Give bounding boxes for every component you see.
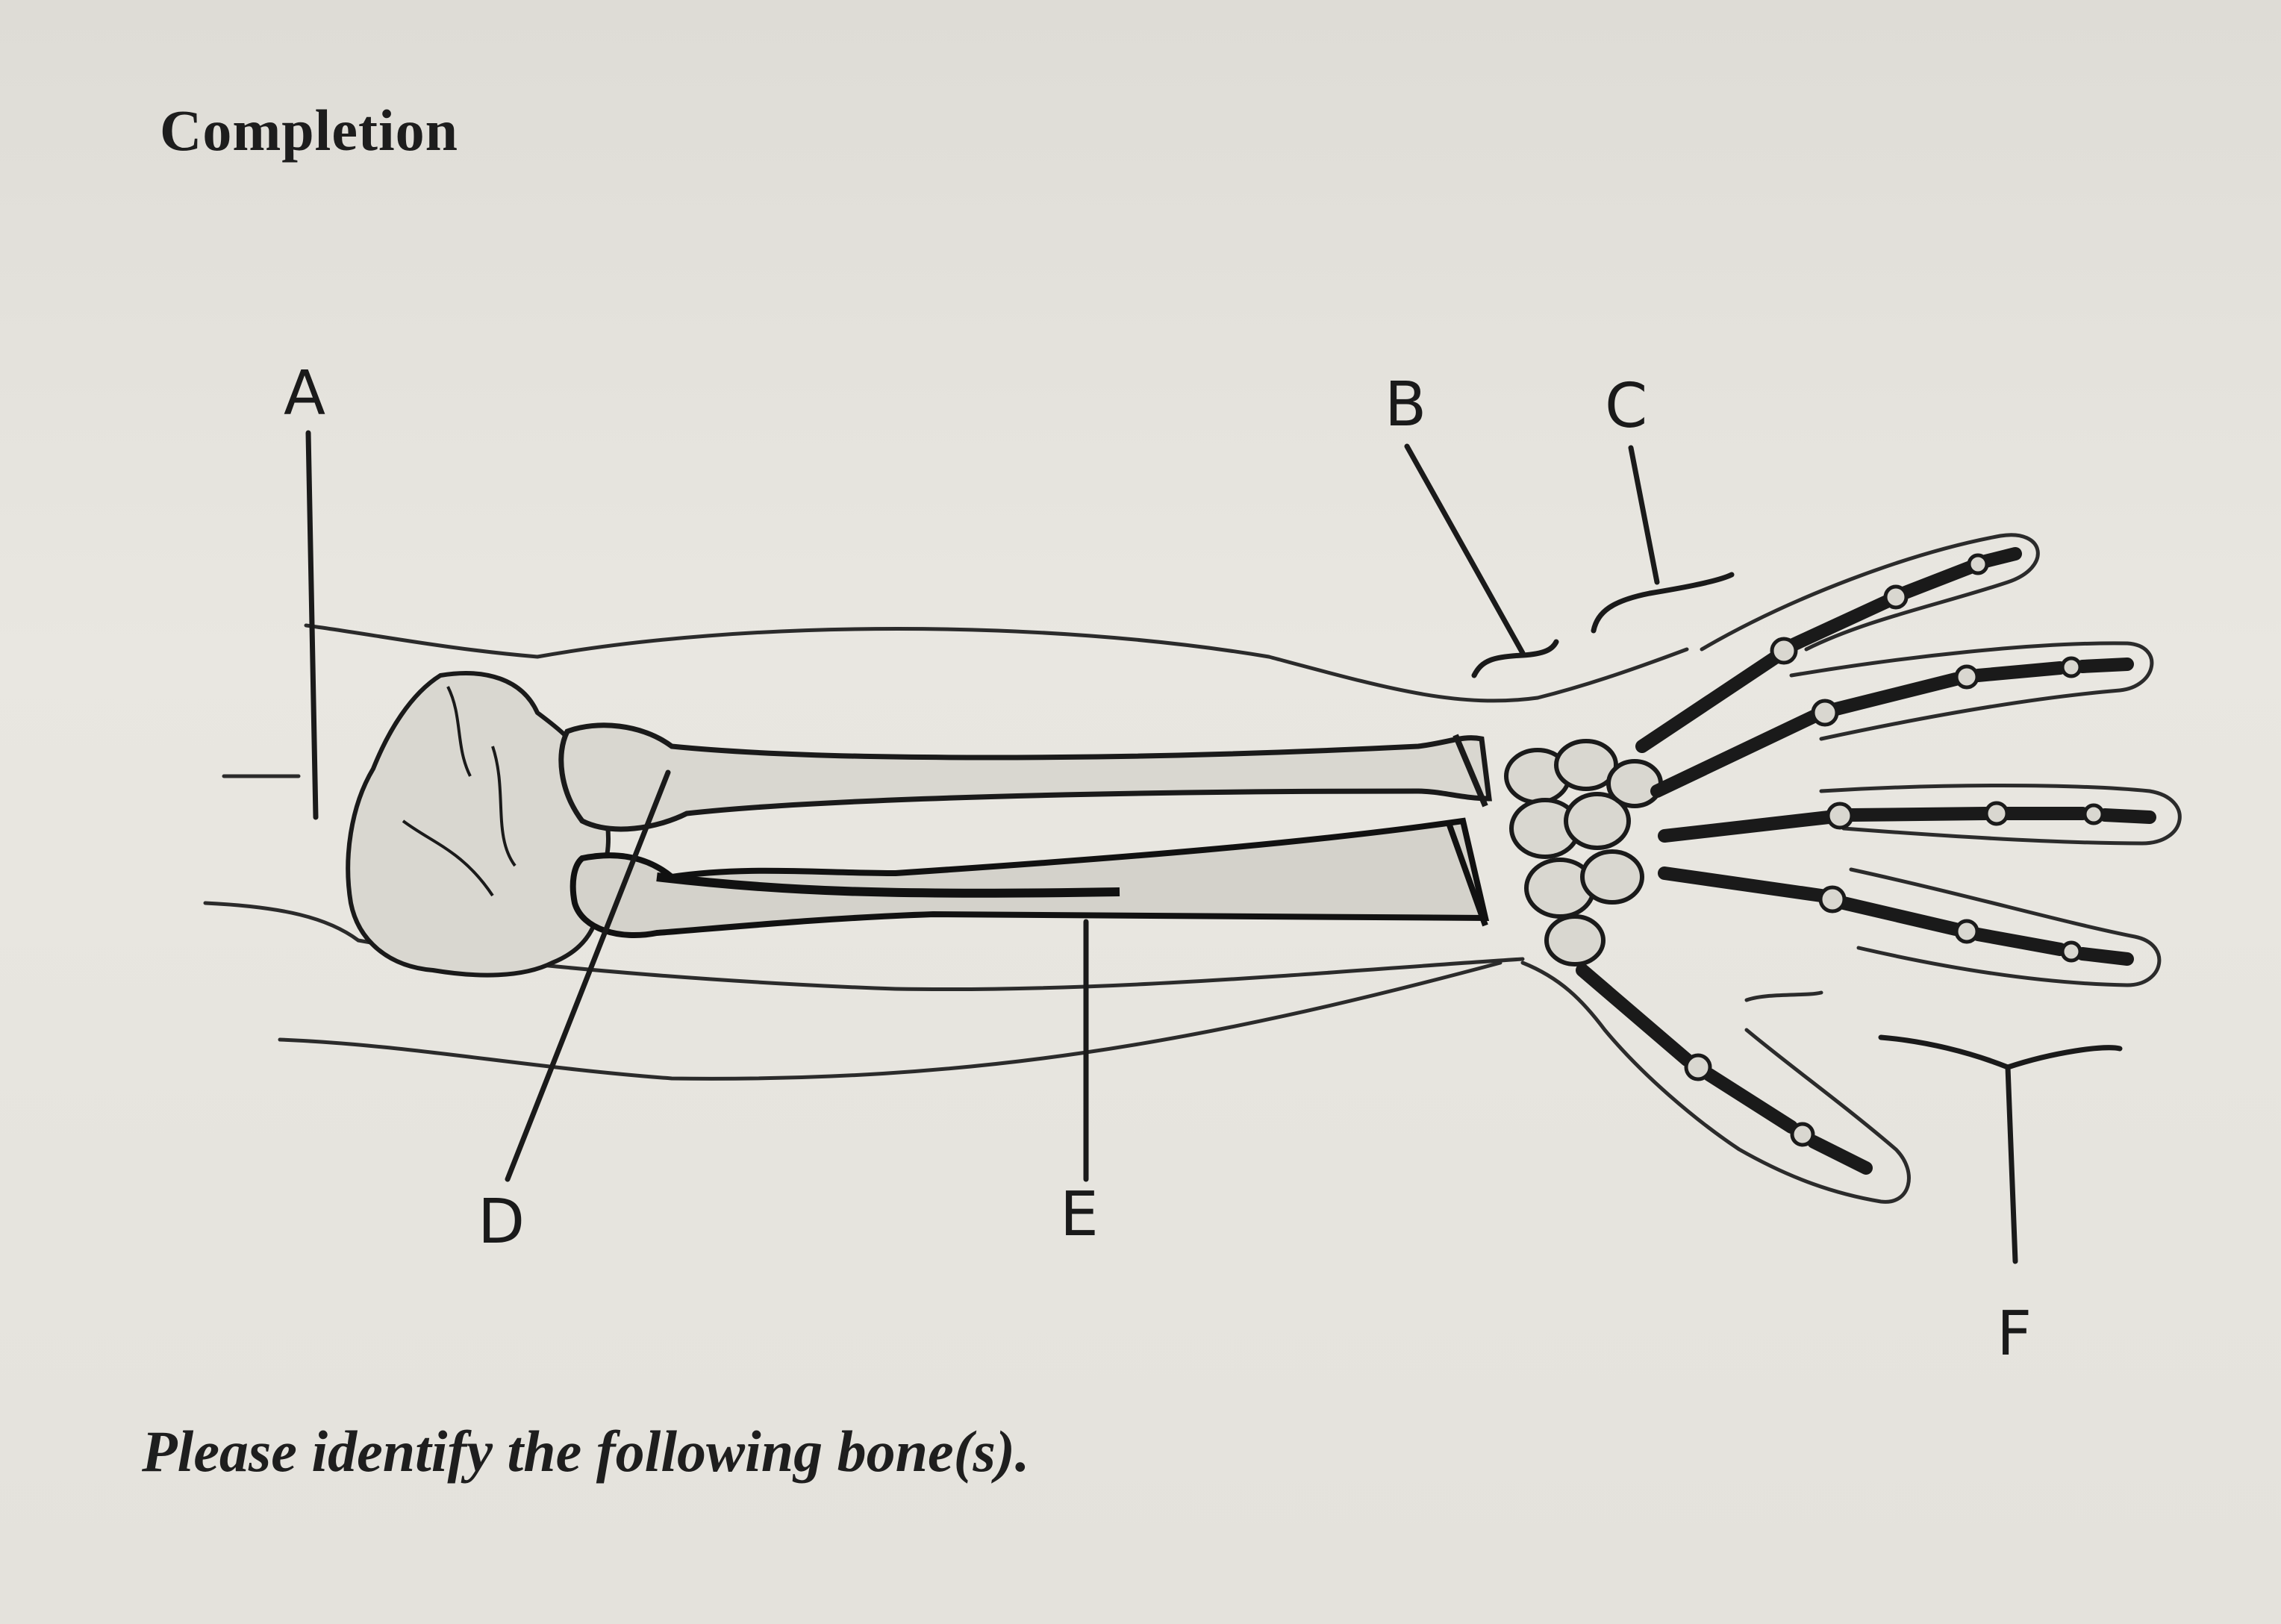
carpal-bones [1504, 739, 1663, 966]
bracket-f [1878, 1034, 2123, 1070]
label-d: D [478, 1187, 525, 1258]
diagram-labels: A B C D E F [284, 358, 2032, 1370]
leader-line-a [305, 430, 319, 820]
ulna-bone [558, 722, 1492, 832]
leader-line-c [1628, 445, 1660, 585]
finger-bones [1576, 547, 2156, 1175]
bracket-c [1591, 572, 1735, 634]
label-f: F [1997, 1299, 2032, 1370]
bracket-b [1471, 639, 1559, 678]
leader-line-f [2005, 1064, 2018, 1264]
finger-outlines [1700, 533, 2182, 987]
arm-outline [203, 623, 1911, 1204]
leader-line-b [1404, 443, 1526, 656]
label-e: E [1060, 1179, 1099, 1250]
elbow-bone [346, 671, 611, 978]
radius-bone [570, 817, 1490, 938]
label-b: B [1385, 369, 1426, 440]
label-a: A [284, 358, 325, 429]
leader-lines [305, 430, 2123, 1264]
leader-line-d [505, 769, 671, 1182]
label-c: C [1605, 371, 1647, 442]
question-prompt: Please identify the following bone(s). [142, 1419, 1030, 1484]
section-heading: Completion [160, 98, 458, 163]
finger-joints [1684, 553, 2105, 1147]
